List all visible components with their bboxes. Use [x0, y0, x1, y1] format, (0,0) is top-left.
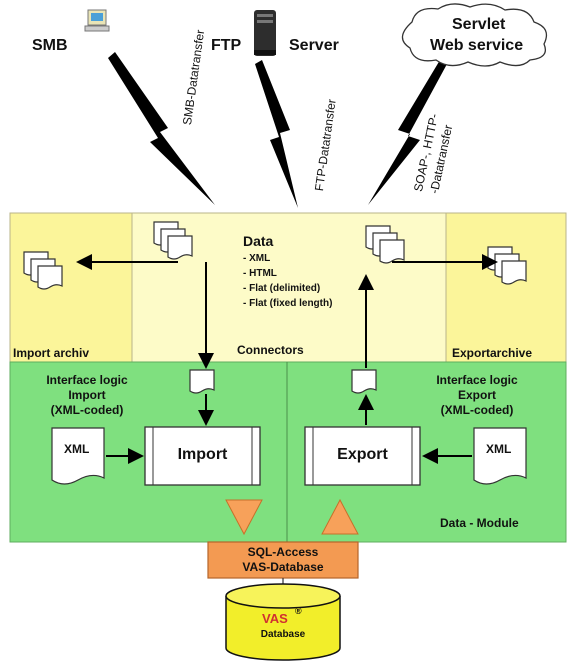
- smb-label: SMB: [32, 37, 68, 54]
- servlet-label: Servlet: [452, 16, 506, 33]
- xml-doc-right: [473, 427, 527, 485]
- sql-access-label: SQL-Access: [247, 545, 319, 559]
- data-item: - HTML: [243, 268, 277, 279]
- soap-lightning: [368, 60, 447, 205]
- database-cylinder: [225, 583, 341, 661]
- export-archive-label: Exportarchive: [452, 346, 533, 360]
- data-item: - Flat (fixed length): [243, 298, 333, 309]
- sql-access-box: [207, 541, 359, 579]
- export-logic-label-1: Interface logic: [436, 373, 518, 387]
- import-archive-box: [9, 212, 133, 369]
- import-process-box: [144, 426, 261, 486]
- import-archive-label: Import archiv: [13, 346, 90, 360]
- cloud-shape: [401, 3, 548, 67]
- server-label: Server: [289, 37, 339, 54]
- data-item: - Flat (delimited): [243, 283, 321, 294]
- import-logic-label-1: Interface logic: [46, 373, 128, 387]
- export-up-triangle: [321, 498, 359, 535]
- export-process-box: [304, 426, 421, 486]
- smb-lightning: [108, 52, 215, 205]
- database-label: Database: [260, 629, 306, 640]
- import-logic-label-3: (XML-coded): [50, 403, 124, 417]
- export-logic-label-3: (XML-coded): [440, 403, 514, 417]
- data-module-label: Data - Module: [440, 516, 519, 530]
- xml-right-label: XML: [486, 442, 512, 456]
- vas-logo-text: VAS: [262, 611, 288, 626]
- server-icon: [254, 10, 276, 56]
- export-logic-label-2: Export: [457, 388, 496, 402]
- connectors-label: Connectors: [237, 343, 304, 357]
- ftp-label: FTP: [211, 37, 242, 54]
- vas-database-label: VAS-Database: [242, 560, 324, 574]
- ftp-lightning: [255, 60, 298, 208]
- web-service-label: Web service: [430, 37, 524, 54]
- xml-doc-left: [51, 427, 105, 485]
- import-down-triangle: [225, 499, 263, 536]
- data-item: - XML: [243, 253, 271, 264]
- export-archive-box: [445, 212, 567, 369]
- import-logic-label-2: Import: [68, 388, 106, 402]
- xml-left-label: XML: [64, 442, 90, 456]
- import-box-label: Import: [177, 446, 228, 463]
- computer-icon: [84, 9, 110, 32]
- registered-mark: ®: [295, 606, 302, 616]
- data-title: Data: [243, 233, 274, 249]
- export-box-label: Export: [337, 446, 388, 463]
